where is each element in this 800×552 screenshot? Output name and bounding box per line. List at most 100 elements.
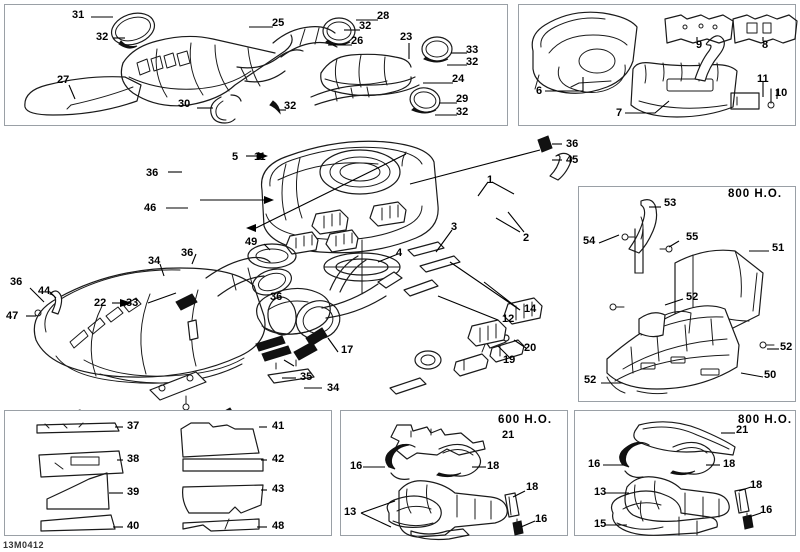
callout-36c: 36 [270,291,283,303]
callout-45: 45 [566,154,579,166]
callout-55: 55 [686,231,699,243]
callout-16b: 16 [535,513,548,525]
callout-3: 3 [451,221,458,233]
callout-36b: 36 [181,247,194,259]
callout-39: 39 [127,486,140,498]
main-assembly-leaders [26,143,562,389]
callout-52c: 52 [584,374,597,386]
callout-23: 23 [400,31,413,43]
callout-29: 29 [456,93,469,105]
heat-shield-leaders [598,206,779,384]
panel-exhaust-800ho [574,410,796,536]
callout-51: 51 [772,242,785,254]
callout-32d: 32 [456,106,469,118]
callout-32c: 32 [466,56,479,68]
exhaust800-lineart [610,421,754,536]
callout-36d: 36 [10,276,23,288]
callout-17: 17 [341,344,354,356]
callout-37: 37 [127,420,140,432]
callout-8: 8 [762,39,769,51]
heat-shield-lineart [606,199,775,395]
panel-heat-shield-800ho [578,186,796,402]
heading-800ho-shield: 800 H.O. [728,188,783,200]
callout-18c: 18 [723,458,736,470]
callout-20: 20 [524,342,537,354]
callout-5: 5 [232,151,239,163]
callout-32: 32 [96,31,109,43]
main-assembly-lineart [33,135,573,439]
callout-10: 10 [775,87,788,99]
callout-33: 33 [466,44,479,56]
panel-exhaust-600ho [340,410,568,541]
callout-36e: 36 [566,138,579,150]
callout-40: 40 [127,520,140,532]
callout-19: 19 [503,354,516,366]
exhaust800-leaders [603,432,762,526]
exhaust600-lineart [385,424,524,541]
callout-13a: 13 [344,506,357,518]
callout-26: 26 [351,35,364,47]
callout-48: 48 [272,520,285,532]
callout-46: 46 [144,202,157,214]
callout-52a: 52 [686,291,699,303]
callout-13b: 13 [594,486,607,498]
callout-6: 6 [536,85,543,97]
callout-16a: 16 [350,460,363,472]
callout-21b: 21 [736,424,749,436]
callout-31: 31 [72,9,85,21]
engine-cover-lineart [531,11,798,118]
callout-2: 2 [523,232,530,244]
callout-16d: 16 [760,504,773,516]
diagram-code: 13M0412 [3,540,45,550]
callout-24: 24 [452,73,465,85]
callout-54: 54 [583,235,596,247]
engine-cover-leaders [545,37,778,114]
insulation-lineart [36,422,264,532]
callout-41: 41 [272,420,285,432]
panel-engine-cover [518,4,798,126]
callout-11: 11 [254,151,266,163]
callout-34b: 34 [327,382,340,394]
callout-27: 27 [57,74,70,86]
callout-18a: 18 [487,460,500,472]
callout-14: 14 [524,303,537,315]
callout-43: 43 [272,483,285,495]
callout-4: 4 [396,247,403,259]
callout-1: 1 [487,174,494,186]
callout-25: 25 [272,17,285,29]
callout-30: 30 [178,98,191,110]
callout-36a: 36 [146,167,159,179]
heading-800ho-exhaust: 800 H.O. [738,414,793,426]
callout-21a: 21 [502,429,515,441]
callout-49: 49 [245,236,258,248]
callout-11b: 11 [757,73,769,85]
callout-44: 44 [38,285,51,297]
callout-38: 38 [127,453,140,465]
callout-32b: 32 [359,20,372,32]
callout-53: 53 [664,197,677,209]
muffler-lineart [24,12,453,124]
callout-22: 22 [94,297,107,309]
callout-50: 50 [764,369,777,381]
callout-34a: 34 [148,255,161,267]
callout-32e: 32 [284,100,297,112]
panel-insulation-panels [4,410,332,536]
exhaust600-leaders [360,466,536,528]
callout-18d: 18 [750,479,763,491]
callout-7: 7 [616,107,623,119]
callout-12: 12 [502,313,515,325]
callout-18b: 18 [526,481,539,493]
callout-9: 9 [696,39,703,51]
callout-47: 47 [6,310,19,322]
callout-52b: 52 [780,341,793,353]
callout-33b: 33 [126,297,139,309]
callout-28: 28 [377,10,390,22]
callout-42: 42 [272,453,285,465]
callout-35: 35 [300,371,313,383]
panel-muffler-tuned-pipe [4,4,508,126]
callout-16c: 16 [588,458,601,470]
muffler-leaders [68,16,467,116]
callout-15: 15 [594,518,607,530]
insulation-leaders [109,426,267,528]
